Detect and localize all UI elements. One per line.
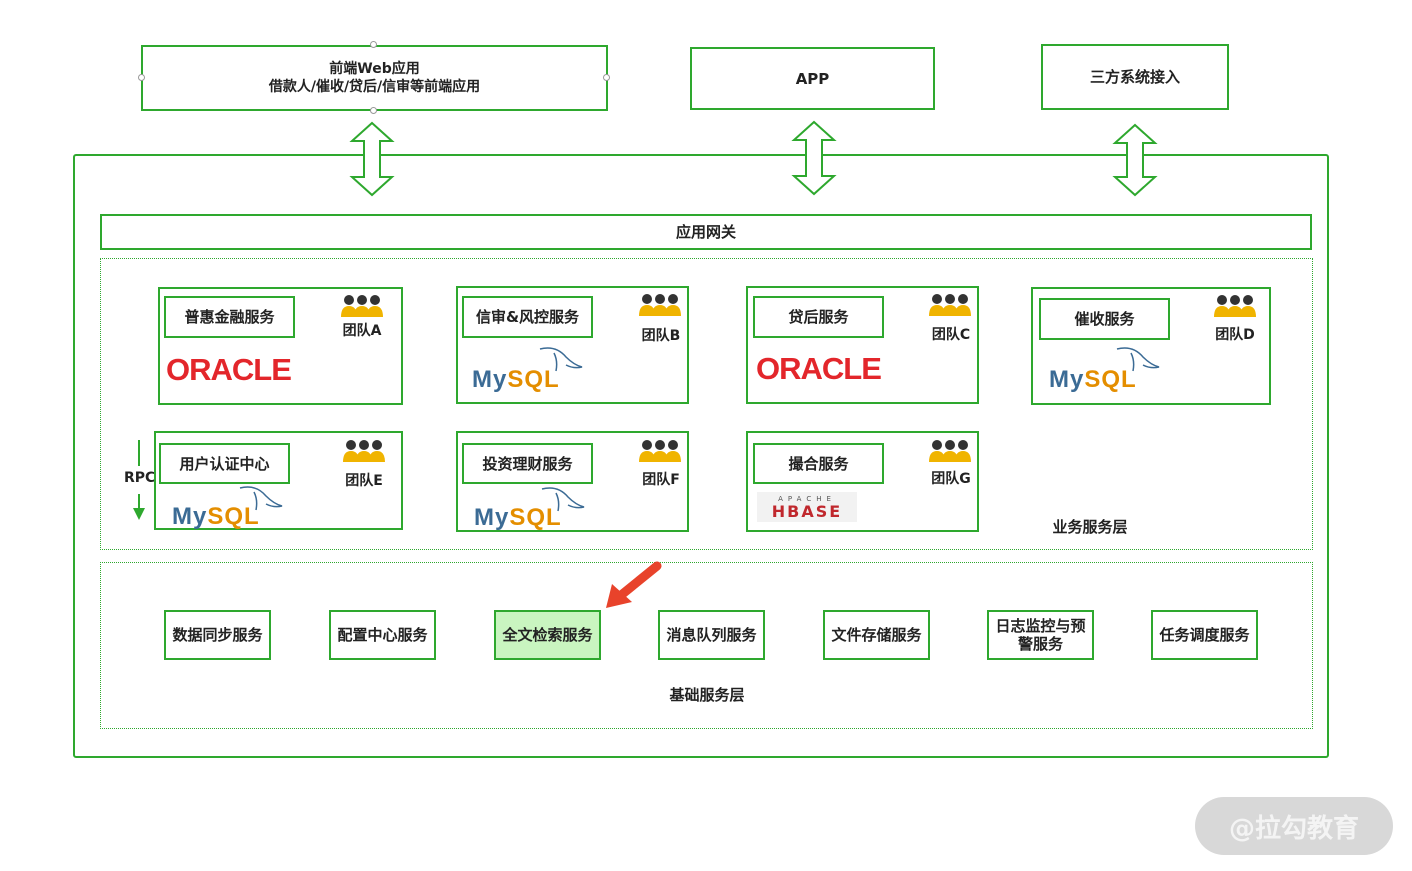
team-label: 团队C: [931, 327, 971, 343]
client-web-title: 前端Web应用: [329, 61, 420, 77]
hbase-logo-sub: APACHE: [778, 495, 836, 503]
gateway-label: 应用网关: [675, 223, 736, 241]
service-card-e: 用户认证中心 团队E MySQL: [154, 431, 403, 530]
team-label: 团队G: [931, 471, 971, 487]
platform-container: [73, 154, 1329, 758]
team-icon: [639, 440, 681, 462]
selection-handle: [138, 74, 145, 81]
client-web-box: 前端Web应用 借款人/催收/贷后/信审等前端应用: [141, 45, 608, 111]
service-name: 用户认证中心: [179, 454, 270, 473]
mysql-dolphin-icon: [1116, 347, 1160, 372]
service-name-box: 催收服务: [1039, 298, 1170, 340]
team-label: 团队A: [342, 323, 382, 339]
client-app-box: APP: [690, 47, 935, 110]
team-icon: [341, 295, 383, 317]
client-thirdparty-title: 三方系统接入: [1089, 68, 1180, 86]
service-name: 信审&风控服务: [475, 308, 580, 326]
double-arrow-icon: [1112, 123, 1158, 197]
base-service-config-center: 配置中心服务: [329, 610, 436, 660]
business-layer-label: 业务服务层: [1052, 518, 1128, 536]
team-icon: [1214, 295, 1256, 317]
mysql-logo: MySQL: [1049, 366, 1137, 393]
team-icon: [929, 440, 971, 462]
double-arrow-icon: [349, 121, 395, 197]
base-service-label-line2: 警服务: [1017, 635, 1063, 653]
base-layer: [100, 562, 1313, 729]
rpc-label: RPC: [124, 470, 156, 486]
base-service-label: 文件存储服务: [831, 626, 922, 644]
watermark: @拉勾教育: [1195, 797, 1393, 855]
service-name-box: 普惠金融服务: [164, 296, 295, 338]
oracle-logo: ORACLE: [756, 351, 882, 386]
service-card-a: 普惠金融服务 团队A ORACLE: [158, 287, 403, 405]
base-service-label: 全文检索服务: [502, 626, 593, 644]
team-icon: [343, 440, 385, 462]
base-service-log-monitor: 日志监控与预 警服务: [987, 610, 1094, 660]
service-name-box: 贷后服务: [753, 296, 884, 338]
mysql-dolphin-icon: [539, 347, 583, 372]
service-name-box: 撮合服务: [753, 443, 884, 484]
service-name: 催收服务: [1074, 310, 1135, 328]
rpc-arrow-icon: [133, 440, 145, 520]
team-icon: [929, 294, 971, 316]
service-name: 撮合服务: [788, 454, 849, 473]
selection-handle: [603, 74, 610, 81]
service-card-b: 信审&风控服务 团队B MySQL: [456, 286, 689, 404]
client-web-subtitle: 借款人/催收/贷后/信审等前端应用: [268, 79, 481, 95]
base-service-label: 任务调度服务: [1159, 626, 1250, 644]
base-service-label: 配置中心服务: [337, 626, 428, 644]
gateway-bar: 应用网关: [100, 214, 1312, 250]
business-layer: [100, 258, 1313, 550]
service-card-g: 撮合服务 团队G APACHE HBASE: [746, 431, 979, 532]
client-thirdparty-box: 三方系统接入: [1041, 44, 1229, 110]
base-service-task-scheduling: 任务调度服务: [1151, 610, 1258, 660]
base-service-label-line1: 日志监控与预: [995, 617, 1086, 635]
client-app-title: APP: [795, 69, 830, 88]
service-name: 贷后服务: [788, 308, 849, 326]
base-service-label: 数据同步服务: [172, 626, 263, 644]
service-name-box: 信审&风控服务: [462, 296, 593, 338]
oracle-logo: ORACLE: [166, 352, 292, 387]
service-name: 普惠金融服务: [184, 308, 275, 326]
team-label: 团队F: [642, 472, 680, 488]
base-service-data-sync: 数据同步服务: [164, 610, 271, 660]
mysql-logo: MySQL: [474, 504, 562, 531]
mysql-logo: MySQL: [472, 366, 560, 393]
service-name: 投资理财服务: [482, 454, 573, 473]
mysql-dolphin-icon: [541, 487, 585, 512]
team-icon: [639, 294, 681, 316]
service-card-d: 催收服务 团队D MySQL: [1031, 287, 1271, 405]
selection-handle: [370, 41, 377, 48]
mysql-logo: MySQL: [172, 503, 260, 530]
selection-handle: [370, 107, 377, 114]
double-arrow-icon: [791, 120, 837, 196]
mysql-dolphin-icon: [239, 486, 283, 511]
hbase-logo-text: HBASE: [771, 502, 843, 521]
team-label: 团队B: [641, 328, 681, 344]
base-layer-label: 基础服务层: [669, 686, 745, 704]
base-service-file-storage: 文件存储服务: [823, 610, 930, 660]
team-label: 团队D: [1215, 327, 1255, 343]
hbase-logo: APACHE HBASE: [757, 492, 857, 522]
service-card-c: 贷后服务 团队C ORACLE: [746, 286, 979, 404]
base-service-label: 消息队列服务: [666, 626, 757, 644]
service-card-f: 投资理财服务 团队F MySQL: [456, 431, 689, 532]
service-name-box: 用户认证中心: [159, 443, 290, 484]
base-service-fulltext-search: 全文检索服务: [494, 610, 601, 660]
team-label: 团队E: [345, 473, 383, 489]
red-arrow-icon: [606, 561, 662, 608]
base-service-message-queue: 消息队列服务: [658, 610, 765, 660]
service-name-box: 投资理财服务: [462, 443, 593, 484]
